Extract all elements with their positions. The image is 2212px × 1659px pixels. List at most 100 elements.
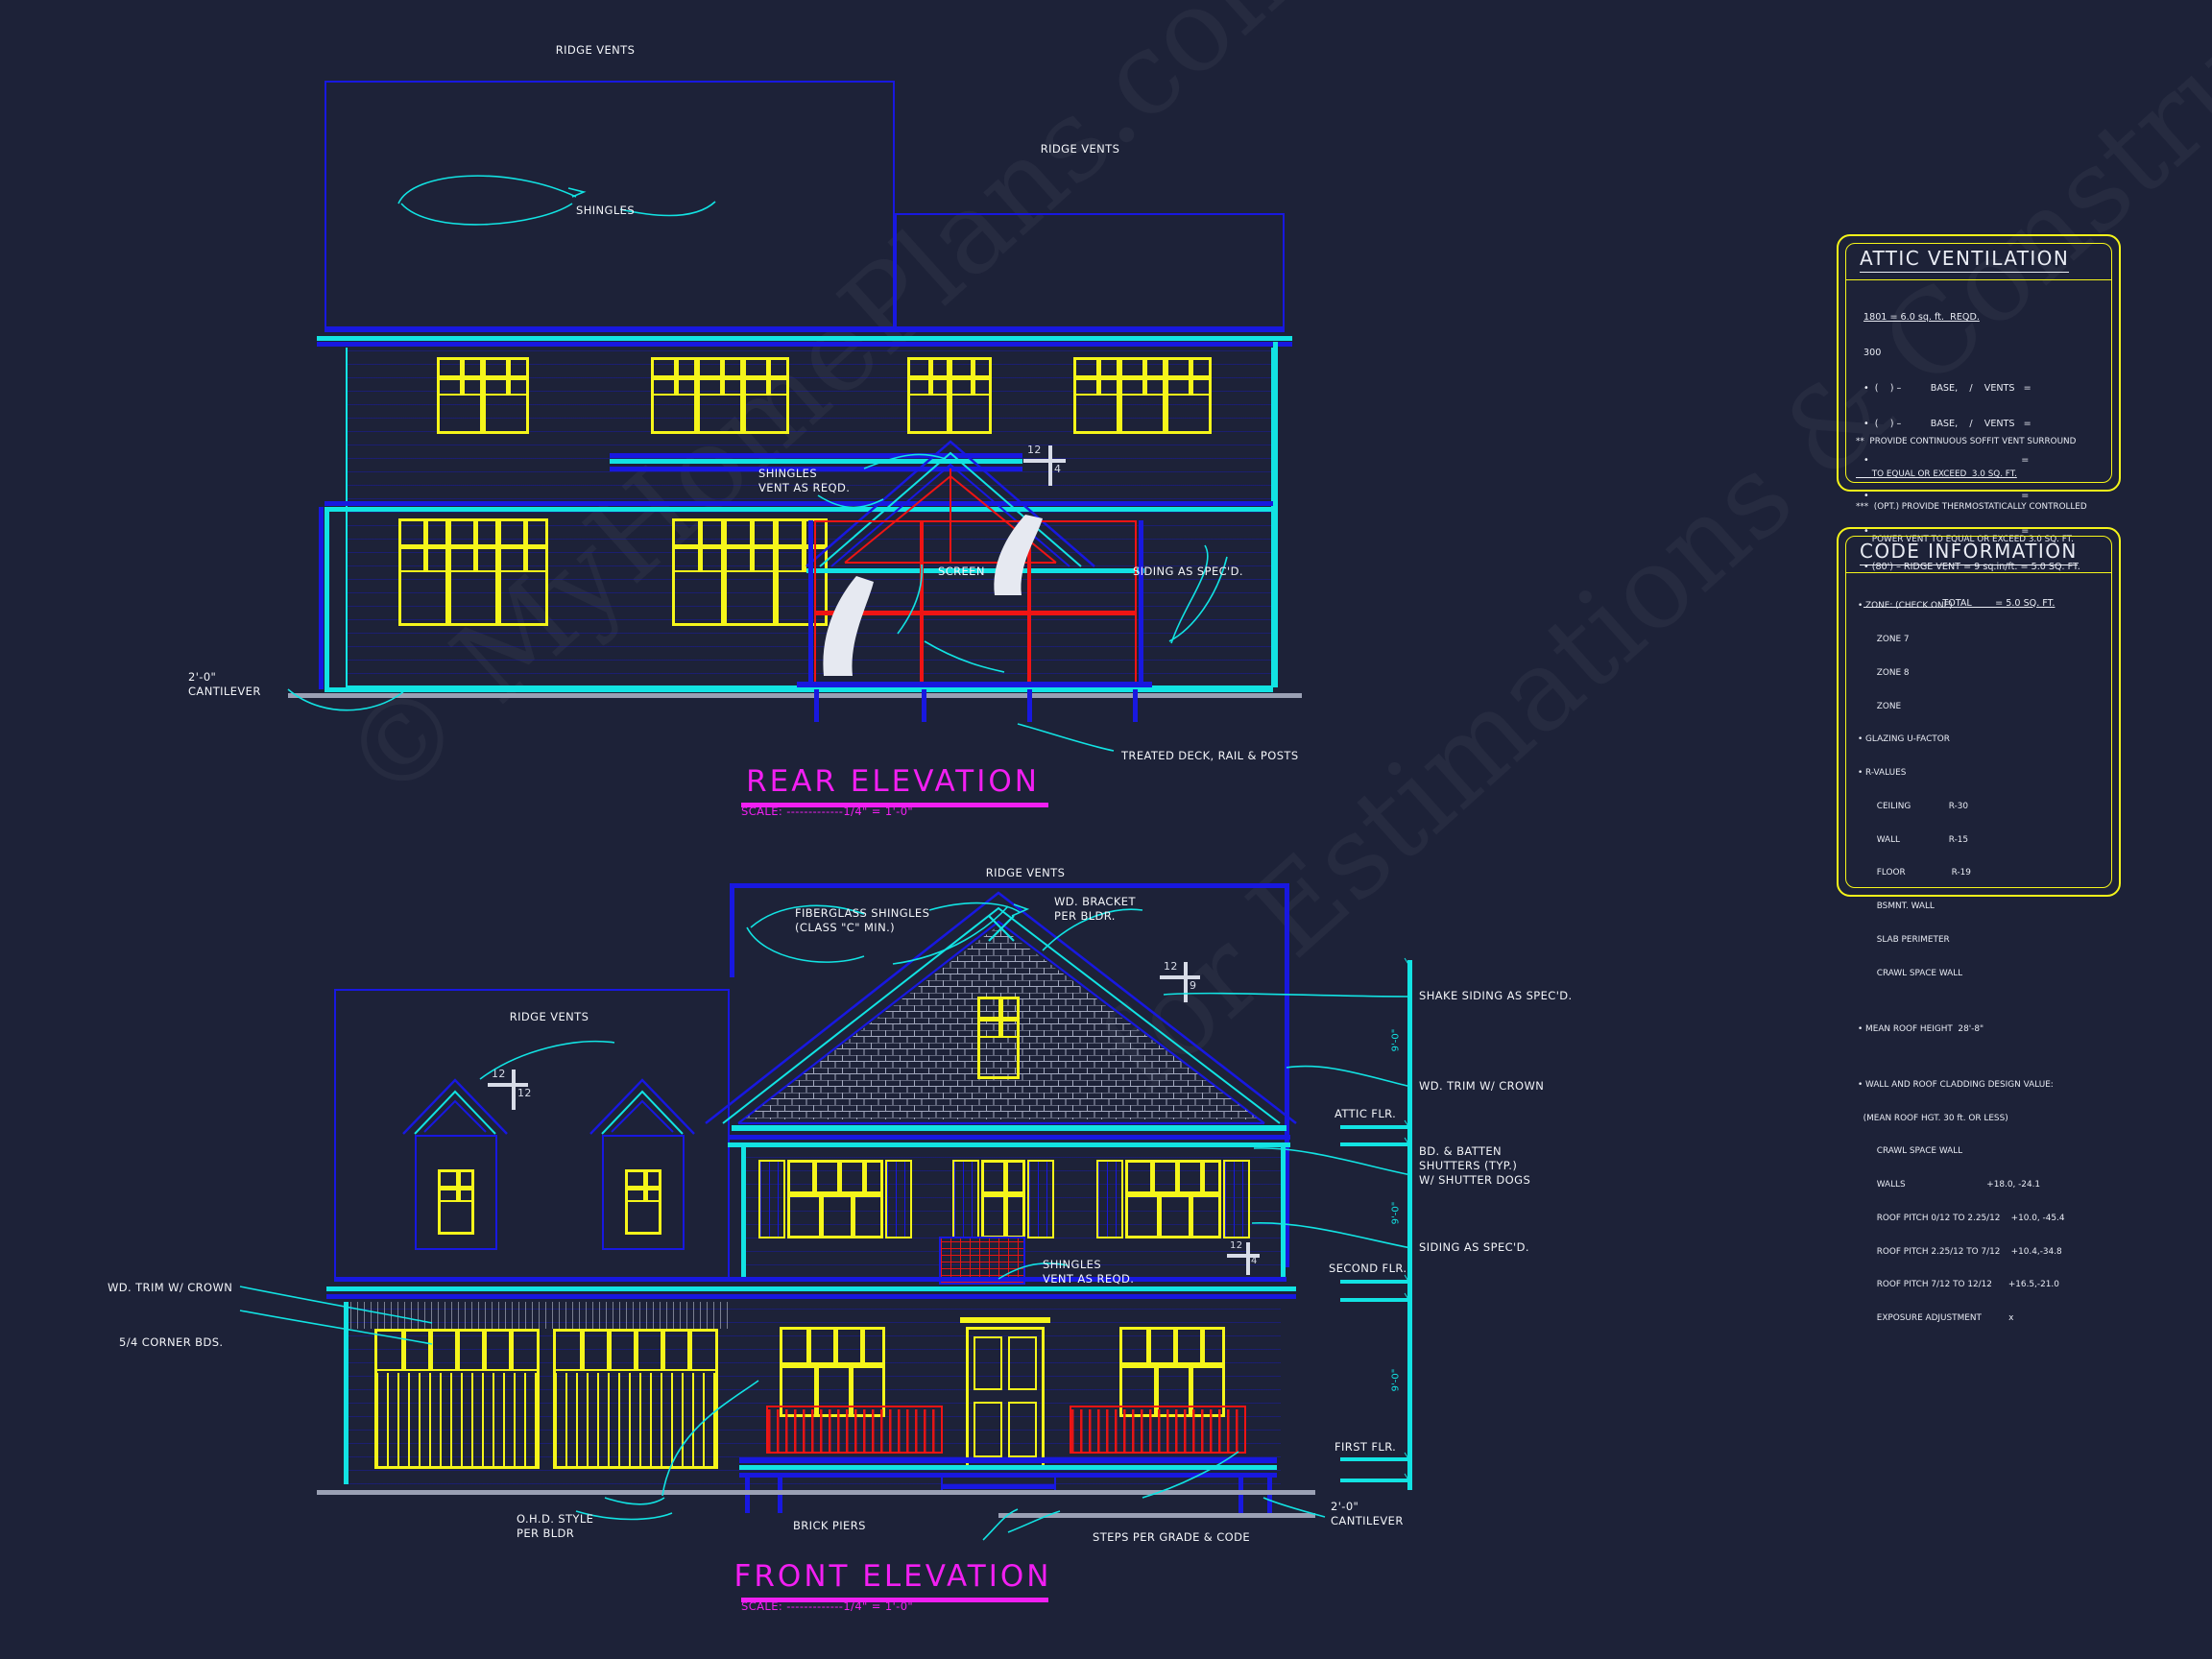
- garage-frieze: [344, 1302, 732, 1329]
- second-window-lower: [1125, 1194, 1221, 1238]
- code-line: ZONE 8: [1858, 667, 1910, 678]
- attic-line: • =: [1863, 526, 2030, 538]
- attic-line: • =: [1863, 454, 2030, 466]
- code-line: WALL R-15: [1858, 834, 1969, 845]
- rear-soffit-line: [317, 342, 1292, 347]
- rear-window-muntin: [907, 375, 950, 380]
- deck-surface: [797, 682, 1152, 687]
- attic-title-divider: [1845, 279, 2112, 280]
- garage-door-muntin: [428, 1329, 433, 1371]
- pitch-run: 9: [1190, 979, 1197, 992]
- garage-door-muntin: [687, 1329, 692, 1371]
- rear-fascia-line: [317, 336, 1292, 341]
- label-fiberglass-shingles: FIBERGLASS SHINGLES (CLASS "C" MIN.): [795, 906, 930, 934]
- window-muntin: [1003, 1194, 1008, 1238]
- step-tread: [941, 1484, 1056, 1489]
- garage-door-muntin: [455, 1329, 460, 1371]
- glass-reflection: [994, 515, 1043, 595]
- window-muntin: [862, 1160, 867, 1194]
- rear-window-muntin: [483, 375, 529, 380]
- code-line: ROOF PITCH 7/12 TO 12/12 +16.5,-21.0: [1858, 1280, 2059, 1290]
- label-bd-batten-shutters: BD. & BATTEN SHUTTERS (TYP.) W/ SHUTTER …: [1419, 1144, 1531, 1187]
- code-line: BSMNT. WALL: [1858, 902, 1935, 912]
- attic-line-total: TOTAL = 5.0 SQ. FT.: [1863, 597, 2056, 609]
- front-second-floor-band3: [326, 1294, 1296, 1299]
- garage-door-muntin: [509, 1329, 514, 1371]
- window-muntin: [1189, 1194, 1193, 1238]
- gable-window-muntin: [977, 1017, 1020, 1022]
- porch-gable: [805, 440, 1095, 567]
- attic-panel-inner-border: [1845, 243, 2112, 483]
- attic-ventilation-title: ATTIC VENTILATION: [1860, 247, 2070, 273]
- label-treated-deck: TREATED DECK, RAIL & POSTS: [1121, 749, 1299, 762]
- attic-note: TO EQUAL OR EXCEED 3.0 SQ. FT.: [1856, 469, 2017, 480]
- attic-line: • (80') – RIDGE VENT = 9 sq.in/ft. = 5.0…: [1863, 562, 2080, 573]
- window-muntin: [851, 1194, 855, 1238]
- rear-window-muntin: [498, 544, 548, 549]
- window-muntin: [819, 1194, 824, 1238]
- level-leader: [1340, 1298, 1407, 1302]
- code-line: • R-VALUES: [1858, 768, 1907, 779]
- label-front-cantilever: 2'-0" CANTILEVER: [1331, 1500, 1404, 1527]
- window-muntin: [1003, 1160, 1008, 1194]
- front-second-left-edge: [741, 1144, 746, 1279]
- code-line: SLAB PERIMETER: [1858, 935, 1950, 945]
- rear-window-muntin: [724, 544, 776, 549]
- rear-title-underline: [741, 803, 1048, 807]
- label-shingles: SHINGLES: [576, 204, 636, 217]
- code-line: CRAWL SPACE WALL: [1858, 968, 1963, 978]
- shutter: [1096, 1160, 1123, 1238]
- code-line: ROOF PITCH 2.25/12 TO 7/12 +10.4,-34.8: [1858, 1246, 2062, 1257]
- porch-rail-right: [1071, 1409, 1244, 1452]
- label-ridge-vents-right: RIDGE VENTS: [1040, 142, 1120, 156]
- code-line: CEILING R-30: [1858, 801, 1969, 811]
- door-lite: [974, 1336, 1002, 1390]
- code-line: ZONE 7: [1858, 634, 1910, 644]
- label-front-ridge-vents-left: RIDGE VENTS: [509, 1010, 589, 1023]
- garage-door-muntin: [661, 1329, 665, 1371]
- porch-rail-right-frame: [1070, 1406, 1246, 1454]
- rear-roof-outline-left: [325, 81, 895, 332]
- label-wd-bracket: WD. BRACKET PER BLDR.: [1054, 895, 1136, 923]
- shutter: [758, 1160, 785, 1238]
- rear-band-trim-top: [325, 501, 1273, 506]
- code-information-title: CODE INFORMATION: [1860, 540, 2078, 565]
- wd-bracket-icon: [988, 915, 1015, 942]
- code-line: WALLS +18.0, -24.1: [1858, 1180, 2041, 1190]
- label-front-shingles-vent: SHINGLES VENT AS REQD.: [1043, 1258, 1135, 1286]
- window-muntin: [806, 1327, 811, 1365]
- rear-window-muntin: [437, 375, 483, 380]
- window-muntin: [438, 1186, 474, 1190]
- garage-door-muntin: [607, 1329, 612, 1371]
- label-brick-piers: BRICK PIERS: [793, 1519, 866, 1532]
- door-head-trim: [960, 1317, 1050, 1323]
- window-muntin: [833, 1327, 838, 1365]
- porch-post: [808, 520, 813, 685]
- rear-window-muntin: [651, 375, 697, 380]
- attic-ventilation-panel: ATTIC VENTILATION 1801 = 6.0 sq. ft. REQ…: [1837, 234, 2121, 609]
- code-title-divider: [1845, 572, 2112, 573]
- dormer-body-left: [415, 1135, 497, 1250]
- rear-grade-line: [288, 693, 1302, 698]
- pitch-rise: 12: [1164, 960, 1178, 973]
- label-screen: SCREEN: [938, 565, 985, 578]
- code-line: • GLAZING U-FACTOR: [1858, 734, 1950, 745]
- front-title-underline: [741, 1598, 1048, 1602]
- dormer-gable-left: [402, 1078, 508, 1135]
- window-muntin: [1200, 1327, 1205, 1365]
- second-window-transom: [787, 1160, 883, 1194]
- garage-door-muntin: [634, 1329, 638, 1371]
- window-muntin: [812, 1160, 817, 1194]
- label-corner-bds: 5/4 CORNER BDS.: [119, 1335, 224, 1349]
- pitch-run: 12: [517, 1087, 532, 1099]
- level-leader: [1340, 1142, 1407, 1146]
- window-muntin: [1146, 1327, 1151, 1365]
- rear-left-corner-board: [319, 507, 324, 689]
- window-muntin: [1157, 1194, 1162, 1238]
- door-panel: [974, 1402, 1002, 1457]
- level-leader: [1340, 1479, 1407, 1482]
- front-elevation-scale: SCALE: -------------1/4" = 1'-0": [741, 1599, 914, 1613]
- dormer-body-right: [602, 1135, 685, 1250]
- shutter: [1223, 1160, 1250, 1238]
- porch-post: [1139, 520, 1143, 685]
